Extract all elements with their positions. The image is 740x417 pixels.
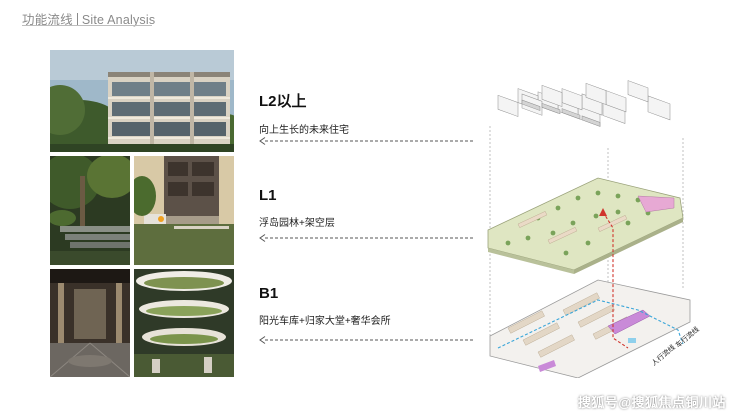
photo-l2-residence (50, 50, 234, 152)
level-l2-arrow (259, 137, 473, 145)
l1-paths (517, 211, 628, 244)
b1-entrance-marker (628, 338, 636, 343)
level-l1-desc: 浮岛园林+架空层 (259, 218, 335, 229)
l1-trees (505, 190, 666, 256)
b1-lobby-pink (538, 360, 556, 372)
photo-l1-garden (50, 156, 130, 265)
vehicle-flow-line (497, 299, 684, 349)
pedestrian-flow-arrowhead (599, 208, 607, 216)
header-title-en: Site Analysis (81, 13, 156, 27)
pedestrian-flow-label: 人行流线 (650, 343, 677, 368)
tower-blocks (497, 80, 671, 127)
header-underline (22, 25, 152, 26)
photo-l1-stilt-floor (134, 156, 234, 265)
level-l1-arrow (259, 234, 473, 242)
l1-clubhouse-roof (637, 195, 675, 213)
watermark: 搜狐号@搜狐焦点铜川站 (577, 395, 726, 410)
page-header: 功能流线 Site Analysis (22, 9, 155, 28)
level-l1-title: L1 (259, 187, 277, 204)
photo-b1-lobby (50, 269, 130, 377)
level-b1-title: B1 (259, 285, 279, 302)
level-b1-desc: 阳光车库+归家大堂+奢华会所 (259, 316, 391, 327)
level-b1-arrow (259, 336, 473, 344)
level-b1: B1 阳光车库+归家大堂+奢华会所 (259, 285, 391, 327)
header-title-zh: 功能流线 (22, 13, 73, 27)
exploded-axonometric-diagram: 人行流线 车行流线 (487, 80, 701, 378)
l1-slab-edge-right (574, 218, 683, 274)
pedestrian-flow-line (602, 211, 629, 349)
level-l2: L2以上 向上生长的未来住宅 (259, 90, 349, 136)
photo-b1-sunken-garden (134, 269, 234, 377)
level-l1: L1 浮岛园林+架空层 (259, 187, 335, 229)
header-separator (76, 13, 78, 25)
b1-parking-rows (507, 292, 630, 358)
l1-slab-edge (488, 248, 574, 274)
level-l2-desc: 向上生长的未来住宅 (259, 125, 349, 136)
level-l2-title: L2以上 (259, 93, 307, 110)
